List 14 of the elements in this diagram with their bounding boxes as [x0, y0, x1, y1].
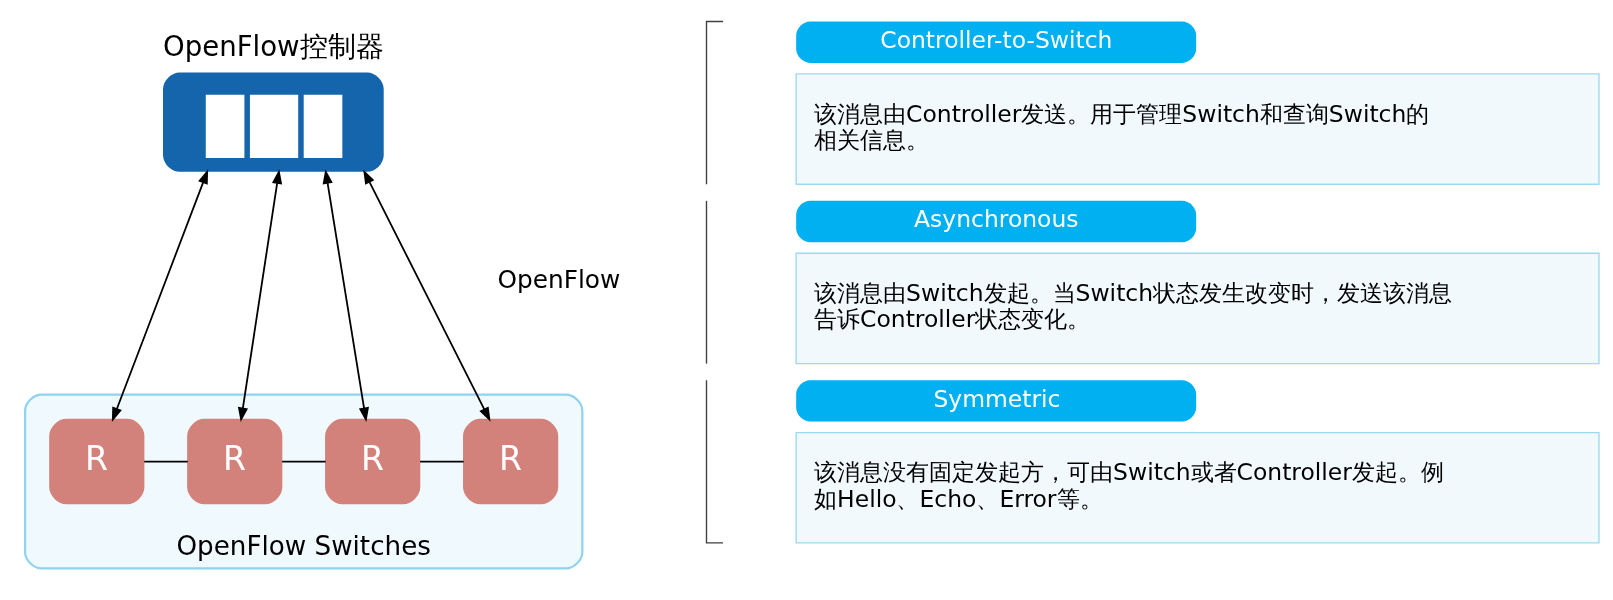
node-box: R [49, 418, 145, 504]
arrow [363, 168, 491, 422]
node-box [163, 72, 384, 172]
connector [143, 460, 189, 462]
arrow [237, 168, 283, 422]
connector [281, 460, 327, 462]
connector [419, 460, 465, 462]
node-box: R [325, 418, 421, 504]
node-label: OpenFlow控制器 [163, 29, 384, 63]
arrow [322, 168, 369, 422]
node-box: R [187, 418, 283, 504]
node-box: R [463, 418, 559, 504]
arrow [111, 168, 209, 422]
label: OpenFlow [497, 264, 621, 294]
